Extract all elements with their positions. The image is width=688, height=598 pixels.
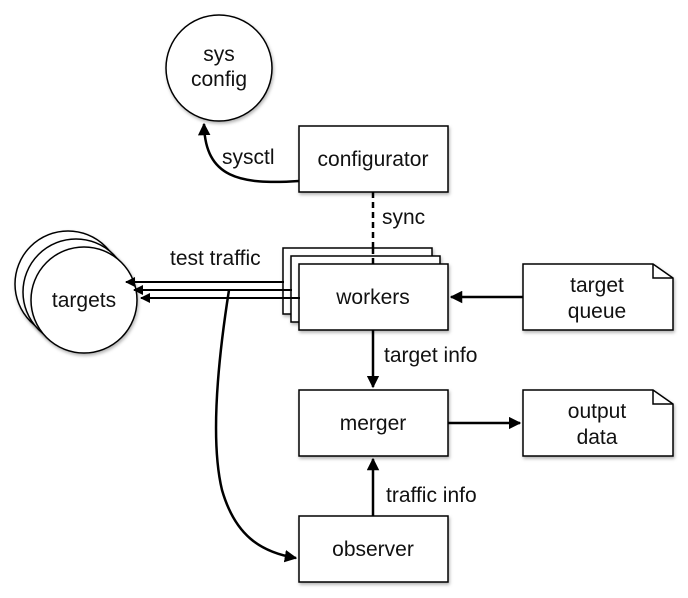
node-target-queue: target queue — [522, 263, 674, 331]
node-observer: observer — [298, 515, 449, 583]
sys-config-line1: sys — [203, 43, 235, 66]
edge-tap-observer — [214, 289, 298, 563]
sys-config-line2: config — [191, 68, 247, 91]
targets-label: targets — [52, 289, 116, 312]
node-merger: merger — [298, 389, 449, 457]
sync-label: sync — [382, 206, 425, 229]
merger-label: merger — [340, 412, 407, 435]
node-sys-config: sys config — [165, 14, 273, 122]
traffic-info-label: traffic info — [386, 484, 477, 507]
node-targets: targets — [14, 230, 138, 354]
node-configurator: configurator — [298, 125, 449, 193]
target-info-label: target info — [384, 344, 477, 367]
output-data-line1: output — [568, 400, 627, 423]
edge-target-info: target info — [366, 330, 477, 389]
output-data-line2: data — [577, 426, 618, 449]
edge-test-traffic: test traffic — [125, 247, 300, 303]
test-traffic-label: test traffic — [170, 247, 261, 270]
target-queue-line1: target — [570, 274, 624, 297]
workers-label: workers — [335, 286, 410, 309]
edge-sysctl: sysctl — [197, 122, 300, 184]
configurator-label: configurator — [318, 148, 429, 171]
node-output-data: output data — [522, 389, 674, 457]
target-queue-line2: queue — [568, 300, 626, 323]
observer-label: observer — [332, 538, 414, 561]
edge-traffic-info: traffic info — [366, 457, 477, 516]
node-workers: workers — [282, 247, 449, 331]
sysctl-label: sysctl — [222, 146, 275, 169]
